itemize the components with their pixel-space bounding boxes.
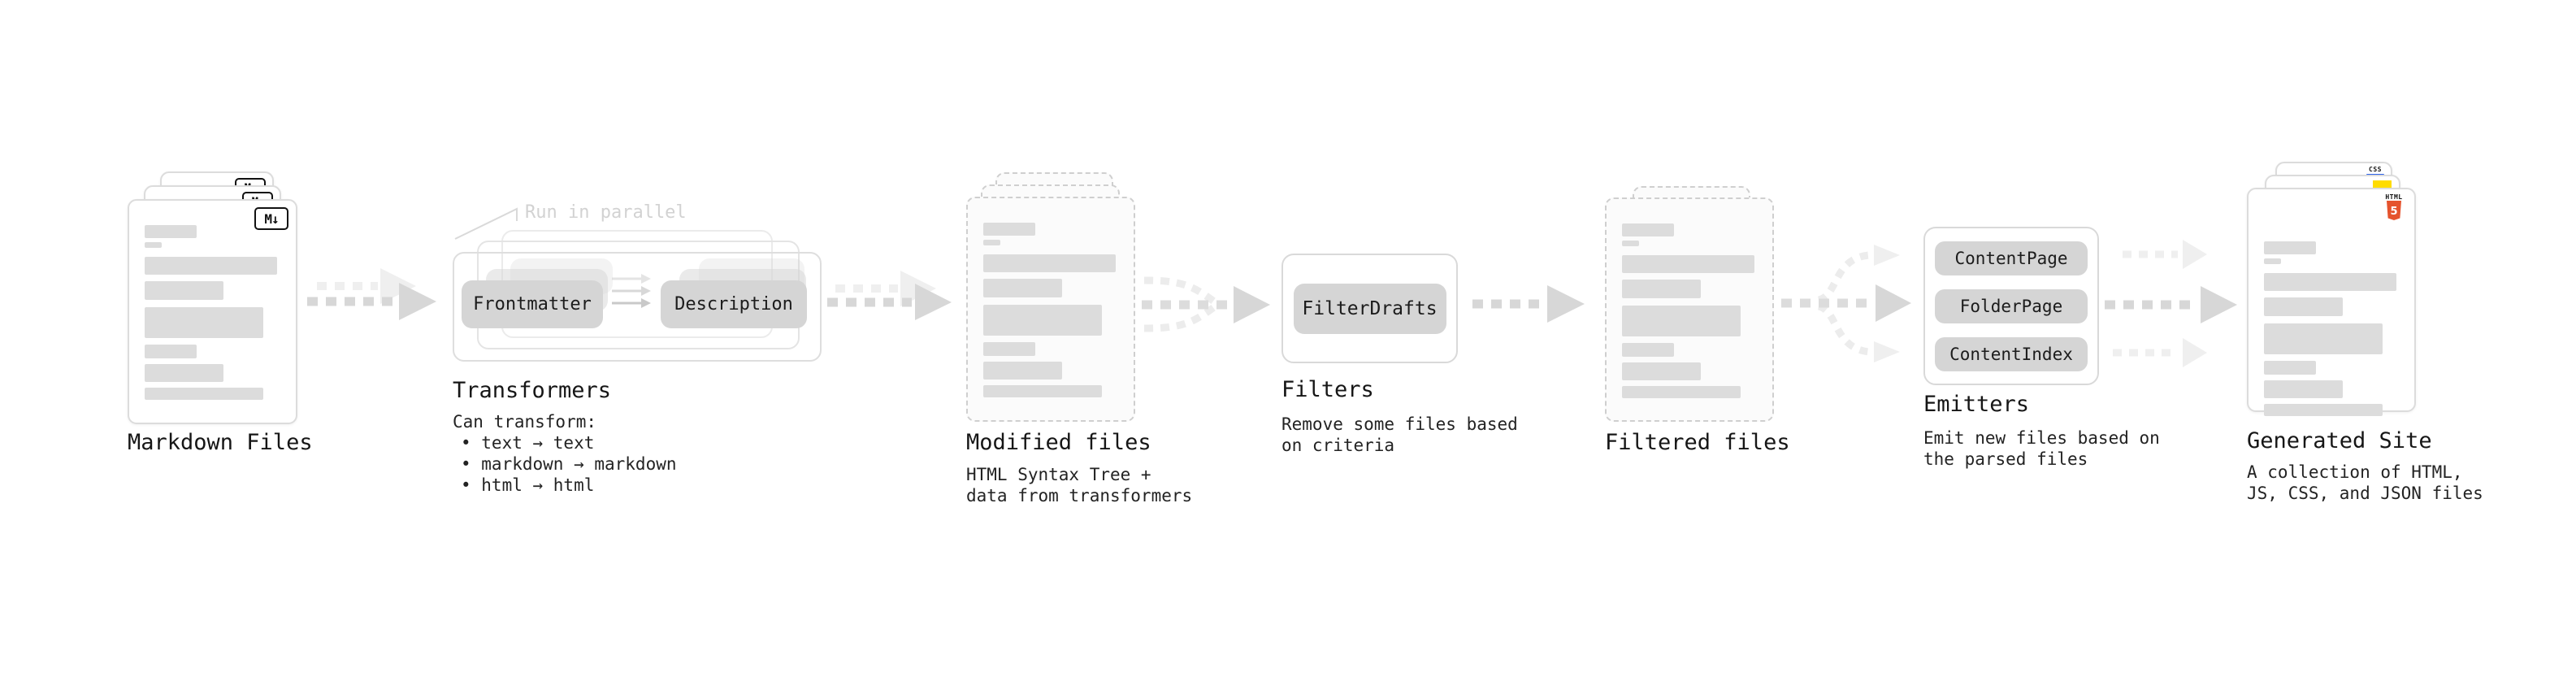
emitters-desc-line: Emit new files based on	[1923, 428, 2160, 448]
markdown-icon: M↓	[254, 207, 288, 230]
arrow-emitters-to-generated	[2105, 240, 2237, 367]
arrow-modified-to-filters	[1142, 276, 1270, 332]
modified-files-label: Modified files	[966, 430, 1151, 455]
filters-desc-line: on criteria	[1281, 436, 1395, 455]
markdown-file-card-front: M↓	[128, 199, 297, 424]
arrow-markdown-to-transformers	[307, 268, 436, 320]
generated-site-description: A collection of HTML, JS, CSS, and JSON …	[2247, 462, 2483, 504]
js-file-icon	[2373, 180, 2392, 189]
html5-shield: 5	[2387, 201, 2401, 220]
transform-bullet: • text → text	[461, 433, 595, 453]
filters-box: FilterDrafts	[1281, 254, 1458, 363]
transform-bullet: • html → html	[461, 475, 595, 495]
modified-desc-line: HTML Syntax Tree +	[966, 465, 1151, 484]
emitter-pill-folderpage: FolderPage	[1935, 288, 2088, 323]
emitter-pill-contentpage: ContentPage	[1935, 241, 2088, 275]
filter-pill-filterdrafts: FilterDrafts	[1293, 283, 1446, 334]
html5-number: 5	[2390, 206, 2397, 218]
arrow-transformers-to-modified	[827, 271, 952, 320]
html5-icon: HTML 5	[2383, 193, 2405, 225]
filters-desc-line: Remove some files based	[1281, 414, 1518, 434]
generated-file-card-html: HTML 5	[2247, 188, 2416, 416]
filters-description: Remove some files based on criteria	[1281, 414, 1518, 456]
transform-bullet: • markdown → markdown	[461, 454, 677, 474]
emitters-desc-line: the parsed files	[1923, 449, 2088, 469]
transformer-pill-description: Description	[661, 280, 807, 328]
modified-files-description: HTML Syntax Tree + data from transformer…	[966, 464, 1192, 506]
filtered-file-card-front	[1605, 197, 1774, 422]
run-in-parallel-annotation: Run in parallel	[525, 202, 687, 223]
emitter-pill-contentindex: ContentIndex	[1935, 336, 2088, 371]
arrow-filters-to-filtered	[1472, 285, 1585, 323]
transformers-label: Transformers	[453, 378, 612, 403]
filtered-files-label: Filtered files	[1605, 430, 1790, 455]
modified-desc-line: data from transformers	[966, 486, 1193, 505]
generated-desc-line: JS, CSS, and JSON files	[2247, 484, 2483, 503]
file-skeleton-lines	[129, 201, 296, 400]
filters-label: Filters	[1281, 377, 1374, 402]
can-transform-title: Can transform:	[453, 412, 597, 432]
transformer-pill-frontmatter: Frontmatter	[462, 280, 603, 328]
transformers-description: Can transform: • text → text • markdown …	[453, 411, 677, 496]
generated-site-label: Generated Site	[2247, 428, 2432, 453]
generated-desc-line: A collection of HTML,	[2247, 462, 2463, 482]
emitters-label: Emitters	[1923, 392, 2030, 417]
modified-file-card-front	[966, 197, 1135, 422]
file-skeleton-lines	[2249, 217, 2414, 416]
emitters-description: Emit new files based on the parsed files	[1923, 427, 2160, 470]
file-skeleton-lines	[968, 198, 1134, 397]
emitters-box: ContentPage FolderPage ContentIndex	[1923, 227, 2099, 385]
file-skeleton-lines	[1607, 199, 1772, 398]
markdown-files-label: Markdown Files	[128, 430, 313, 455]
transformer-box-front	[453, 252, 822, 362]
arrow-filtered-to-emitters	[1781, 245, 1911, 362]
